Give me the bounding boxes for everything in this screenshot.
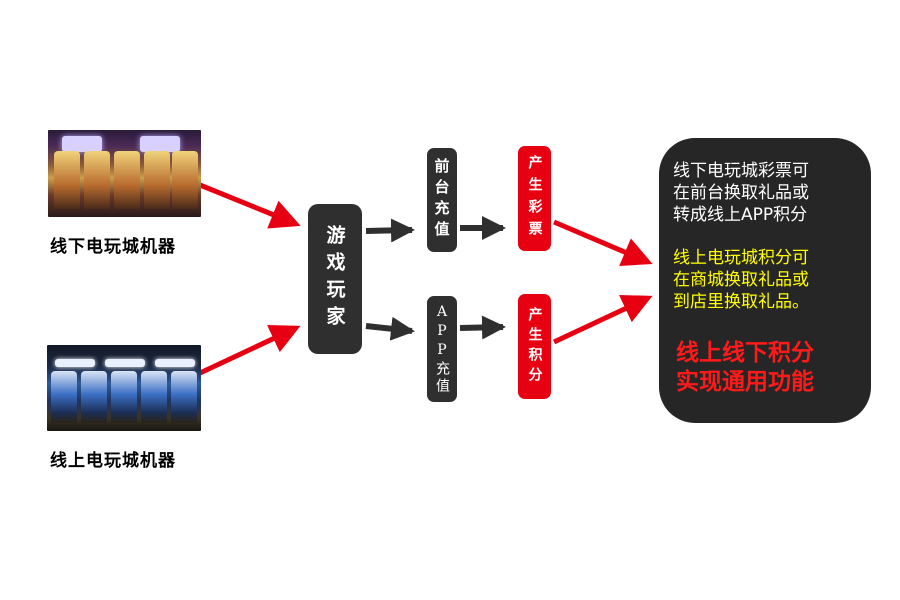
arcade-cabinet: [172, 151, 198, 209]
online-machines-caption: 线上电玩城机器: [50, 451, 176, 471]
panel-highlight-text: 线上线下积分 实现通用功能: [676, 339, 866, 397]
app-topup-box: APP充值: [427, 296, 457, 402]
arrow-player-to-app: [365, 316, 415, 341]
offline-machines-caption: 线下电玩城机器: [50, 237, 176, 257]
arcade-cabinet: [114, 151, 140, 209]
machine-screen: [105, 359, 145, 367]
arcade-cabinet: [144, 151, 170, 209]
arrow-app-to-points: [459, 315, 506, 340]
arcade-cabinet: [51, 371, 77, 423]
panel-line: 实现通用功能: [676, 369, 814, 395]
panel-line: 在前台换取礼品或: [673, 183, 809, 203]
arrow-points-to-panel: [552, 295, 653, 345]
arcade-cabinet: [141, 371, 167, 423]
arrow-online-to-player: [198, 325, 301, 376]
panel-line: 在商城换取礼品或: [673, 270, 809, 290]
arrow-ticket-to-panel: [553, 219, 653, 267]
machine-screen: [140, 136, 180, 152]
panel-offline-ticket-text: 线下电玩城彩票可 在前台换取礼品或 转成线上APP积分: [673, 160, 863, 226]
arcade-cabinet: [54, 151, 80, 209]
arcade-cabinet: [84, 151, 110, 209]
arcade-cabinet: [171, 371, 197, 423]
arcade-cabinet: [81, 371, 107, 423]
generate-tickets-box: 产生彩票: [518, 146, 551, 251]
arrow-offline-to-player: [199, 182, 301, 229]
panel-online-points-text: 线上电玩城积分可 在商城换取礼品或 到店里换取礼品。: [673, 247, 863, 313]
summary-panel: [659, 138, 871, 423]
arcade-cabinet: [111, 371, 137, 423]
front-desk-topup-box: 前台充值: [427, 148, 457, 252]
panel-line: 转成线上APP积分: [673, 205, 808, 225]
panel-line: 到店里换取礼品。: [673, 292, 809, 312]
machine-screen: [55, 359, 95, 367]
online-arcade-machines-photo: [47, 345, 201, 431]
offline-arcade-machines-photo: [48, 130, 201, 217]
panel-line: 线上线下积分: [676, 340, 814, 366]
generate-points-box: 产生积分: [518, 294, 551, 399]
game-player-box: 游戏玩家: [308, 204, 362, 354]
arrow-player-to-front: [365, 218, 415, 243]
machine-screen: [155, 359, 195, 367]
panel-line: 线上电玩城积分可: [673, 248, 809, 268]
panel-line: 线下电玩城彩票可: [673, 161, 809, 181]
machine-screen: [62, 136, 102, 152]
